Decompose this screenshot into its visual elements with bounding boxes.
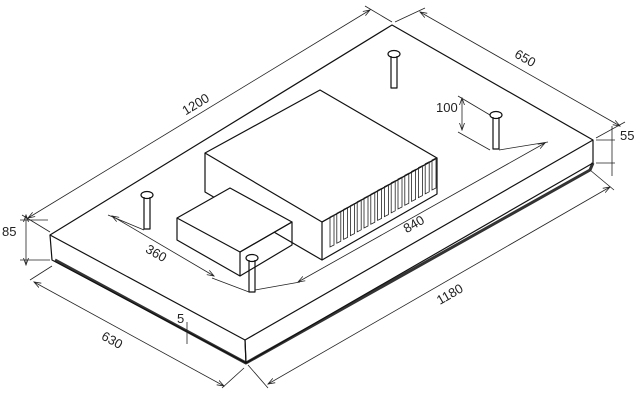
dim-seal: 5 [177,311,188,344]
vent-slot [370,191,376,225]
dim-length: 1200 [21,5,393,233]
electronics-box [176,187,293,277]
dim-thickness: 55 [596,126,634,176]
vent-slot [390,180,396,214]
vent-slot [343,206,348,241]
dim-motor-length: 840 [254,141,549,291]
dim-total-height: 85 [2,215,50,265]
mounting-bolt [489,110,503,150]
vent-slot [363,195,369,229]
dim-bolt-spacing-label: 100 [436,100,458,115]
vent-slot [377,187,382,222]
dim-total-height-label: 85 [2,224,16,239]
vent-slot [424,161,430,195]
vent-slot [336,210,342,244]
vent-slot [418,164,423,199]
dim-cutout-width: 630 [29,265,245,389]
vent-slot [411,168,416,203]
vent-slot [356,199,362,233]
motor-vent-slots [329,157,437,248]
vent-slot [350,202,355,237]
dim-thickness-label: 55 [620,128,634,143]
dim-bolt-spacing: 100 [436,95,491,151]
vent-slot [384,183,389,218]
mounting-bolt [140,190,154,230]
plate-top-face [49,24,594,341]
dim-width: 650 [394,7,626,139]
dim-box-length-label: 360 [143,241,169,265]
vent-slot [397,176,403,210]
plate-right-side [244,140,594,364]
vent-slot [404,172,410,206]
dim-motor-length-label: 840 [401,212,427,236]
dim-cutout-width-label: 630 [99,328,125,352]
mounting-bolt [245,253,259,293]
mounting-bolt [387,49,401,89]
dim-length-label: 1200 [179,90,211,118]
vent-slot [329,214,335,248]
dim-cutout-length-label: 1180 [434,281,466,308]
seal-strip [54,162,595,365]
vent-slot [431,157,437,191]
hob-plate [49,24,595,365]
dim-seal-label: 5 [177,311,184,326]
